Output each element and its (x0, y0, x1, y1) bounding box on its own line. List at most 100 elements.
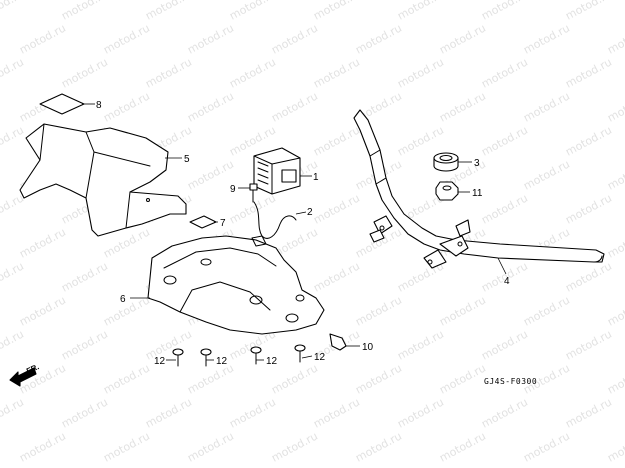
part-3-cap (433, 152, 472, 172)
part-12-screws (172, 344, 313, 367)
watermark-text: motod.ru (605, 225, 625, 260)
watermark-text: motod.ru (0, 395, 26, 430)
watermark-text: motod.ru (17, 293, 68, 328)
watermark-text: motod.ru (395, 123, 446, 158)
watermark-text: motod.ru (437, 429, 488, 464)
watermark-text: motod.ru (101, 21, 152, 56)
watermark-text: motod.ru (521, 21, 572, 56)
watermark-text: motod.ru (227, 395, 278, 430)
watermark-text: motod.ru (563, 327, 614, 362)
watermark-text: motod.ru (101, 429, 152, 464)
watermark-text: motod.ru (521, 429, 572, 464)
screw-12-d (294, 344, 313, 363)
watermark-text: motod.ru (59, 0, 110, 23)
watermark-text: motod.ru (59, 259, 110, 294)
watermark-text: motod.ru (563, 123, 614, 158)
screw-12-c (250, 346, 264, 365)
watermark-text: motod.ru (311, 395, 362, 430)
watermark-text: motod.ru (101, 89, 152, 124)
watermark-text: motod.ru (185, 361, 236, 396)
part-10-screw (329, 333, 360, 351)
watermark-text: motod.ru (605, 21, 625, 56)
front-direction-indicator: FR. (9, 362, 41, 387)
watermark-text: motod.ru (101, 361, 152, 396)
watermark-text: motod.ru (143, 55, 194, 90)
watermark-text: motod.ru (563, 0, 614, 23)
watermark-text: motod.ru (311, 191, 362, 226)
watermark-text: motod.ru (0, 55, 26, 90)
watermark-text: motod.ru (269, 21, 320, 56)
watermark-text: motod.ru (521, 293, 572, 328)
watermark-text: motod.ru (479, 123, 530, 158)
watermark-text: motod.ru (17, 429, 68, 464)
part-9-bolt (238, 183, 258, 203)
watermark-text: motod.ru (185, 21, 236, 56)
watermark-text: motod.ru (479, 55, 530, 90)
watermark-text: motod.ru (437, 89, 488, 124)
part-4-handlebar (353, 109, 605, 275)
callout-12d: 12 (314, 352, 326, 363)
watermark-text: motod.ru (395, 327, 446, 362)
watermark-text: motod.ru (353, 429, 404, 464)
watermark-text: motod.ru (0, 259, 26, 294)
part-5-front-cover (19, 123, 187, 237)
watermark-text: motod.ru (0, 0, 26, 23)
watermark-text: motod.ru (479, 395, 530, 430)
watermark-text: motod.ru (353, 21, 404, 56)
callout-8: 8 (96, 100, 102, 111)
watermark-text: motod.ru (605, 361, 625, 396)
watermark-text: motod.ru (0, 191, 26, 226)
watermark-text: motod.ru (143, 395, 194, 430)
watermark-text: motod.ru (143, 0, 194, 23)
watermark-text: motod.ru (101, 293, 152, 328)
watermark-text: motod.ru (605, 89, 625, 124)
part-11-nut (435, 181, 470, 201)
watermark-text: motod.ru (437, 21, 488, 56)
watermark-text: motod.ru (353, 361, 404, 396)
watermark-text: motod.ru (479, 327, 530, 362)
watermark-text: motod.ru (227, 0, 278, 23)
watermark-text: motod.ru (0, 327, 26, 362)
callout-12b: 12 (216, 356, 228, 367)
watermark-text: motod.ru (185, 89, 236, 124)
watermark-text: motod.ru (395, 395, 446, 430)
watermark-text: motod.ru (311, 0, 362, 23)
screw-12-a (172, 348, 184, 367)
watermark-text: motod.ru (311, 123, 362, 158)
watermark-text: motod.ru (563, 55, 614, 90)
watermark-text: motod.ru (353, 293, 404, 328)
watermark-text: motod.ru (227, 55, 278, 90)
watermark-text: motod.ru (269, 89, 320, 124)
part-7-pad (189, 215, 218, 229)
watermark-text: motod.ru (395, 0, 446, 23)
watermark-text: motod.ru (479, 191, 530, 226)
callout-4: 4 (504, 276, 510, 287)
callout-5: 5 (184, 154, 190, 165)
watermark-text: motod.ru (479, 0, 530, 23)
watermark-text: motod.ru (59, 395, 110, 430)
part-6-lower-cover (130, 235, 325, 335)
watermark-text: motod.ru (395, 55, 446, 90)
watermark-text: motod.ru (605, 157, 625, 192)
watermark-text: motod.ru (143, 327, 194, 362)
callout-9: 9 (230, 184, 236, 195)
watermark-text: motod.ru (17, 225, 68, 260)
watermark-text: motod.ru (521, 89, 572, 124)
callout-2: 2 (307, 207, 313, 218)
watermark-text: motod.ru (605, 429, 625, 464)
watermark-text: motod.ru (311, 259, 362, 294)
diagram-code: GJ4S-F0300 (484, 377, 537, 386)
part-1-regulator (253, 147, 312, 195)
callout-12a: 12 (154, 356, 166, 367)
part-8-sticker (39, 93, 95, 115)
watermark-text: motod.ru (59, 55, 110, 90)
watermark-text: motod.ru (437, 293, 488, 328)
callout-6: 6 (120, 294, 126, 305)
watermark-text: motod.ru (59, 327, 110, 362)
watermark-text: motod.ru (311, 55, 362, 90)
watermark-text: motod.ru (185, 429, 236, 464)
watermark-text: motod.ru (563, 191, 614, 226)
callout-3: 3 (474, 158, 480, 169)
callouts: 8 5 7 6 1 9 2 10 12 12 12 12 3 11 4 (96, 100, 510, 367)
